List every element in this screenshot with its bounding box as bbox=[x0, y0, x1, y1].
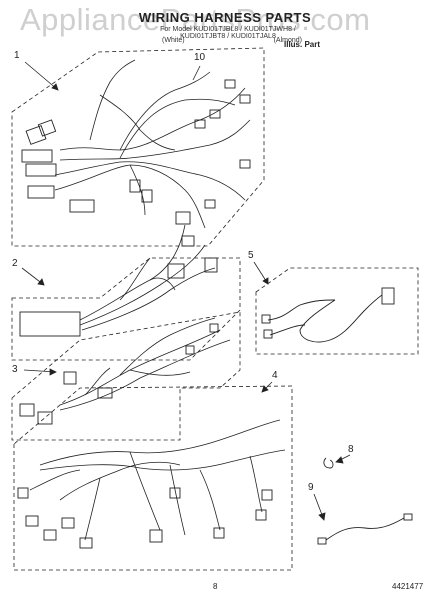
connector bbox=[43, 529, 57, 541]
illus-part-header: Illus. Part bbox=[284, 40, 321, 49]
part-8-clip bbox=[323, 457, 334, 469]
harness-1-boundary bbox=[11, 47, 265, 247]
connector bbox=[79, 537, 93, 549]
connector bbox=[21, 149, 53, 163]
callout-10: 10 bbox=[194, 52, 206, 63]
part-9-wire bbox=[317, 513, 413, 545]
harness-2-wires bbox=[79, 224, 216, 331]
connector bbox=[204, 199, 216, 209]
page-number: 8 bbox=[213, 582, 218, 591]
connector bbox=[25, 515, 39, 527]
callout-4: 4 bbox=[272, 370, 278, 381]
cord-5-boundary bbox=[255, 267, 419, 355]
harness-4-boundary bbox=[13, 385, 293, 571]
connector bbox=[239, 159, 251, 169]
connector bbox=[213, 527, 225, 539]
connector bbox=[209, 323, 219, 333]
connector bbox=[141, 189, 153, 203]
callout-2: 2 bbox=[12, 258, 18, 269]
connector bbox=[37, 119, 57, 137]
document-number: 4421477 bbox=[392, 582, 424, 591]
connector bbox=[37, 411, 53, 425]
connector bbox=[263, 329, 273, 339]
connector bbox=[381, 287, 395, 305]
connector bbox=[185, 345, 195, 355]
callout-9: 9 bbox=[308, 482, 314, 493]
watermark: AppliancePartsPros.com bbox=[20, 2, 371, 37]
connector bbox=[167, 263, 185, 279]
connector bbox=[129, 179, 141, 193]
variant-white: (White) bbox=[162, 37, 185, 44]
color-variants: (White) (Almond) bbox=[162, 37, 302, 44]
callout-leaders bbox=[21, 61, 351, 521]
connector bbox=[61, 517, 75, 529]
cord-5-assembly bbox=[261, 287, 395, 343]
connector bbox=[261, 489, 273, 501]
callout-5: 5 bbox=[248, 250, 254, 261]
harness-1-wires bbox=[54, 59, 251, 229]
connector bbox=[25, 125, 47, 145]
connector bbox=[239, 94, 251, 104]
connector bbox=[209, 109, 221, 119]
connector bbox=[194, 119, 206, 129]
connector bbox=[63, 371, 77, 385]
connector bbox=[25, 163, 57, 177]
connector bbox=[261, 314, 271, 324]
connector bbox=[224, 79, 236, 89]
page-title: WIRING HARNESS PARTS bbox=[138, 10, 312, 25]
callout-3: 3 bbox=[12, 364, 18, 375]
connector bbox=[255, 509, 267, 521]
variant-almond: (Almond) bbox=[273, 37, 302, 44]
connector bbox=[17, 487, 29, 499]
connector bbox=[97, 387, 113, 399]
harness-2-boundary bbox=[11, 257, 241, 361]
connector bbox=[149, 529, 163, 543]
model-subtitle: For Model KUDI01TJBL8 / KUDI01TJWH8 / KU… bbox=[160, 26, 296, 40]
harness-3-wires bbox=[59, 317, 231, 411]
connector bbox=[181, 235, 195, 247]
connector bbox=[19, 403, 35, 417]
harness-3-boundary bbox=[11, 311, 241, 441]
connector bbox=[204, 257, 218, 273]
connector bbox=[169, 487, 181, 499]
connector bbox=[175, 211, 191, 225]
callout-8: 8 bbox=[348, 444, 354, 455]
main-harness-block bbox=[19, 311, 81, 337]
harness-4-wires bbox=[29, 419, 286, 541]
connector bbox=[27, 185, 55, 199]
connector bbox=[69, 199, 95, 213]
callout-1: 1 bbox=[14, 50, 20, 61]
